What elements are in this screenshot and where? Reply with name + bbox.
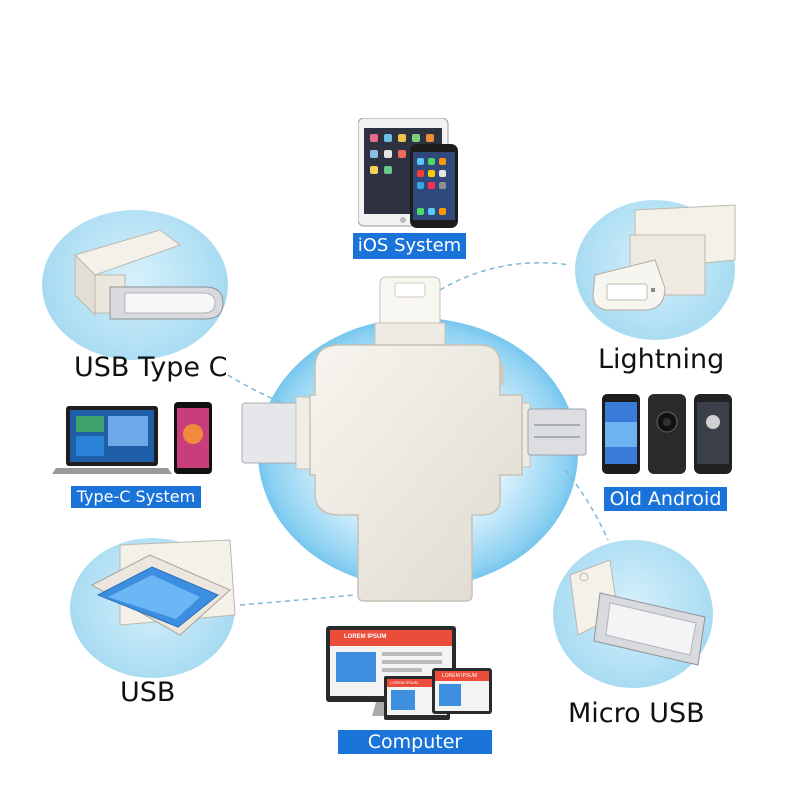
tablet-banner-text: LOREM IPSUM — [442, 673, 478, 679]
lightning-connector-image — [585, 200, 740, 330]
usb-type-c-connector-image — [65, 215, 230, 335]
computer-tag: Computer — [338, 730, 492, 754]
flash-drive-image — [240, 275, 590, 605]
old-android-tag: Old Android — [604, 487, 727, 511]
usb-type-c-label: USB Type C — [74, 352, 228, 383]
micro-usb-label: Micro USB — [568, 698, 705, 729]
android-devices-image — [600, 392, 735, 477]
type-c-system-tag: Type-C System — [71, 486, 201, 508]
ios-system-tag: iOS System — [353, 233, 466, 259]
usb-type-c-circle — [42, 210, 228, 360]
website-banner-text: LOREM IPSUM — [344, 634, 387, 640]
computer-devices-image: LOREM IPSUM LOREM IPSUM LOREM IPSUM — [324, 622, 499, 722]
ios-devices-image — [358, 118, 468, 228]
laptop-banner-text: LOREM IPSUM — [390, 680, 419, 685]
micro-usb-connector-image — [560, 555, 715, 685]
lightning-label: Lightning — [598, 344, 725, 375]
usb-connector-image — [80, 535, 240, 665]
type-c-devices-image — [52, 400, 222, 480]
usb-label: USB — [120, 677, 176, 708]
